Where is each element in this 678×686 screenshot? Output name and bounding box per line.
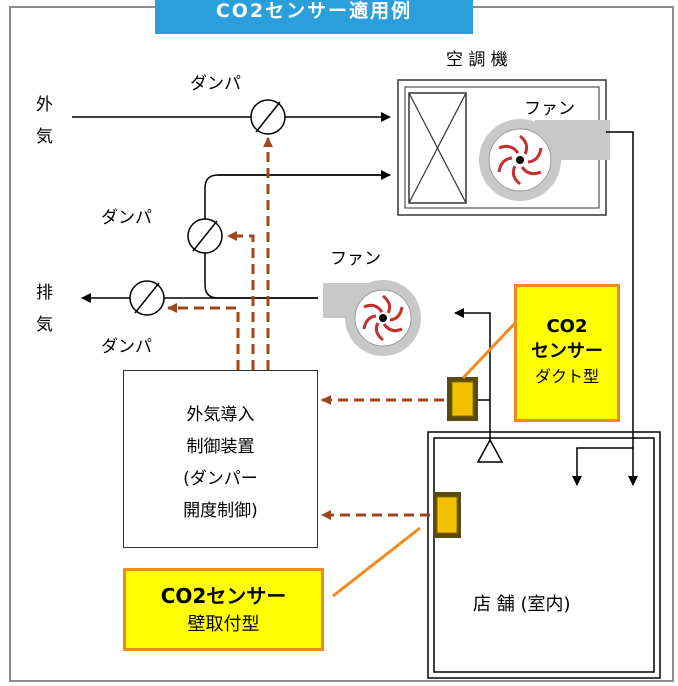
damper-label: ダンパ xyxy=(101,208,152,228)
exhaust-label: 排 xyxy=(36,283,53,303)
duct-sensor-callout: CO2 センサー ダクト型 xyxy=(514,284,620,422)
outside-air-label: 外 xyxy=(36,95,53,115)
callout-title: CO2センサー xyxy=(160,584,287,608)
store-room xyxy=(427,431,661,679)
controller-line: (ダンパー xyxy=(183,469,258,489)
fan-label: ファン xyxy=(524,99,575,119)
callout-title: センサー xyxy=(531,341,603,362)
damper-icon xyxy=(129,280,165,316)
duct-sensor-leader xyxy=(461,318,520,380)
callout-title: CO2 xyxy=(546,316,588,337)
recirculation-duct xyxy=(204,174,390,299)
controller-line: 開度制御) xyxy=(183,501,258,521)
ventilation-controller: 外気導入 制御装置 (ダンパー 開度制御) xyxy=(123,370,318,548)
diagram-title: CO2センサー適用例 xyxy=(155,0,473,34)
damper-icon xyxy=(187,218,223,254)
supply-branch xyxy=(572,447,633,486)
controller-line: 制御装置 xyxy=(186,437,255,457)
callout-subtitle: 壁取付型 xyxy=(187,614,260,635)
return-grille xyxy=(476,438,504,463)
filter-icon xyxy=(408,92,467,204)
return-air-duct xyxy=(454,308,491,440)
outside-air-label: 気 xyxy=(36,127,53,147)
wall-sensor-callout: CO2センサー 壁取付型 xyxy=(123,568,324,651)
exhaust-label: 気 xyxy=(36,315,53,335)
control-signal-lines xyxy=(167,137,444,520)
duct-sensor-icon xyxy=(447,377,478,421)
fan-label: ファン xyxy=(330,249,381,269)
fan-icon xyxy=(479,119,610,201)
callout-subtitle: ダクト型 xyxy=(534,367,599,386)
store-label: 店 舗 (室内) xyxy=(473,594,571,615)
damper-icon xyxy=(250,99,286,135)
wall-sensor-leader xyxy=(332,526,421,598)
supply-duct xyxy=(606,131,638,486)
damper-label: ダンパ xyxy=(101,337,152,357)
damper-label: ダンパ xyxy=(190,74,241,94)
fan-icon xyxy=(323,280,421,356)
wall-sensor-icon xyxy=(433,492,461,538)
store-room-inner xyxy=(433,437,655,673)
controller-line: 外気導入 xyxy=(186,405,255,425)
aircon-label: 空 調 機 xyxy=(446,50,508,70)
